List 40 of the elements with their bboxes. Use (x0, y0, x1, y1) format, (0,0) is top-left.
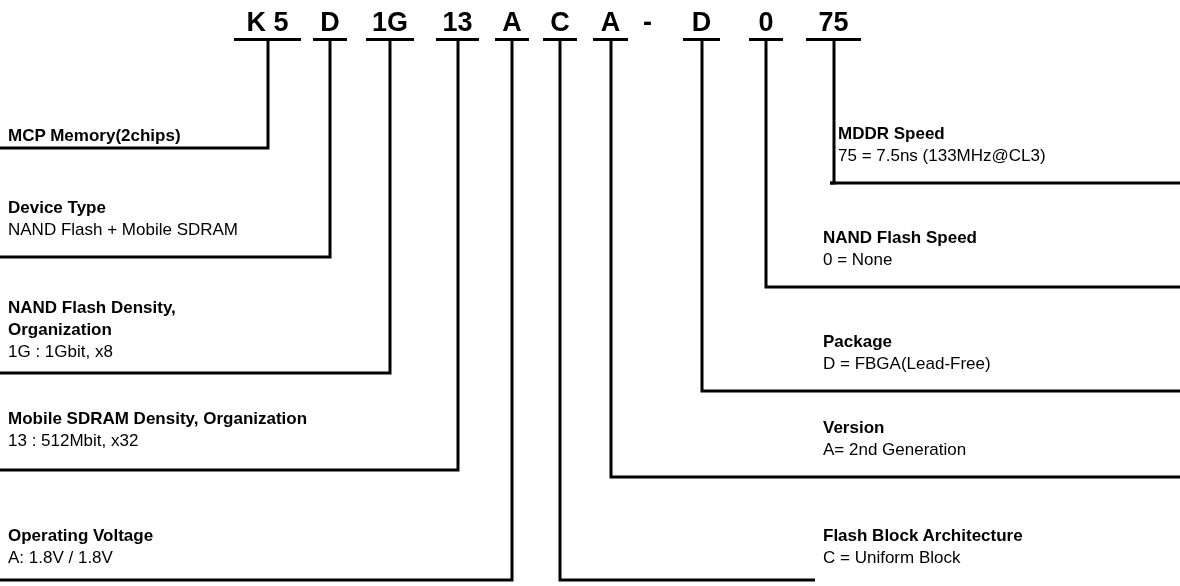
code-segment: K 5 (234, 6, 301, 41)
leader-line (558, 41, 815, 582)
leader-line (700, 41, 815, 393)
field-description: NAND Flash + Mobile SDRAM (8, 219, 240, 241)
field-heading: Mobile SDRAM Density, Organization (8, 408, 309, 430)
field-heading: Version (823, 417, 886, 439)
field-heading: Package (823, 331, 893, 353)
field-description: C = Uniform Block (823, 547, 962, 569)
field-heading: MCP Memory(2chips) (8, 125, 182, 147)
code-segment: D (313, 6, 347, 41)
code-segment: 1G (366, 6, 414, 41)
leader-line (0, 41, 332, 259)
leader-line (0, 41, 392, 375)
field-description: D = FBGA(Lead-Free) (823, 353, 992, 375)
field-heading: Operating Voltage (8, 525, 155, 547)
code-segment: 75 (806, 6, 861, 41)
code-segment: A (495, 6, 529, 41)
field-heading: NAND Flash Density, Organization (8, 297, 177, 341)
field-description: 0 = None (823, 249, 894, 271)
code-segment: C (543, 6, 577, 41)
code-segment: 13 (436, 6, 479, 41)
code-segment: D (683, 6, 720, 41)
field-heading: Flash Block Architecture (823, 525, 1024, 547)
field-description: A: 1.8V / 1.8V (8, 547, 114, 569)
field-description: 75 = 7.5ns (133MHz@CL3) (838, 145, 1047, 167)
leader-line (609, 41, 815, 479)
code-segment: 0 (749, 6, 783, 41)
separator-dash: - (643, 6, 652, 38)
leader-line (764, 41, 815, 289)
field-heading: NAND Flash Speed (823, 227, 978, 249)
leader-line (0, 41, 270, 150)
leader-line (0, 41, 514, 582)
field-heading: Device Type (8, 197, 107, 219)
field-description: A= 2nd Generation (823, 439, 968, 461)
leader-line (830, 41, 836, 185)
leader-line (0, 41, 460, 472)
code-segment: A (593, 6, 628, 41)
field-description: 13 : 512Mbit, x32 (8, 430, 140, 452)
field-heading: MDDR Speed (838, 123, 946, 145)
field-description: 1G : 1Gbit, x8 (8, 341, 114, 363)
